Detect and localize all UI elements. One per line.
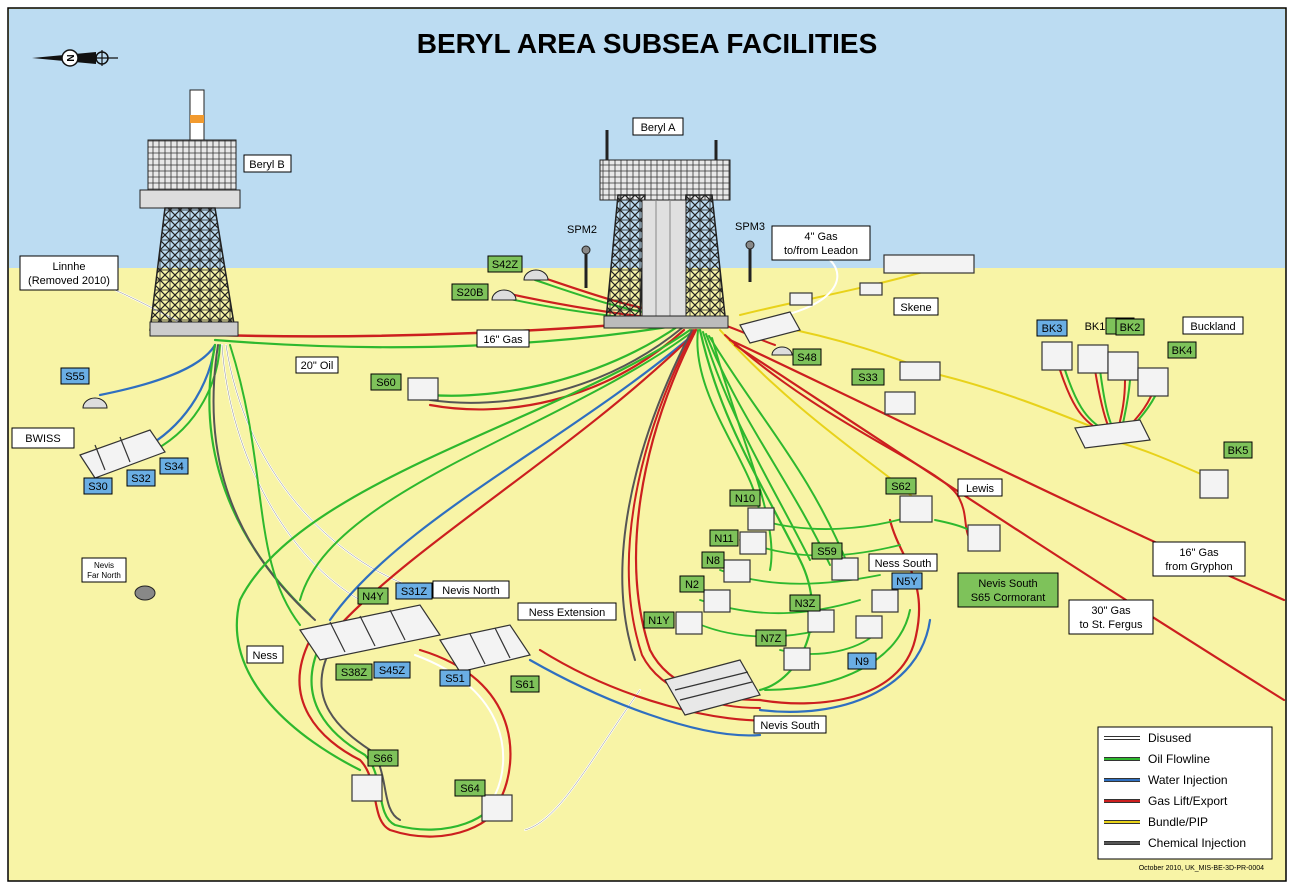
well-s61: S61 (515, 679, 535, 691)
legend-item: Disused (1104, 731, 1191, 745)
legend-label: Gas Lift/Export (1148, 794, 1228, 808)
beryl-b-label: Beryl B (249, 159, 284, 171)
well-s31z: S31Z (401, 586, 428, 598)
beryl-a-platform (599, 130, 731, 329)
leadon-line-label: 4" Gas (804, 231, 838, 243)
legend-item: Oil Flowline (1104, 752, 1210, 766)
legend-label: Water Injection (1148, 773, 1228, 787)
legend-label: Bundle/PIP (1148, 815, 1208, 829)
well-s34: S34 (164, 461, 184, 473)
well-s55: S55 (65, 371, 85, 383)
bwiss-label: BWISS (25, 433, 60, 445)
legend-item: Bundle/PIP (1104, 815, 1208, 829)
legend-label: Oil Flowline (1148, 752, 1210, 766)
water-well-label-texts: S55 S30 S32 S34 BK3 N5Y N9 S31Z S45Z S51 (65, 323, 1062, 685)
well-s45z: S45Z (379, 665, 406, 677)
subsea-templates (79, 254, 1229, 822)
skene-label: Skene (900, 302, 931, 314)
pipeline-oil-20in (213, 323, 682, 349)
well-s30: S30 (88, 481, 108, 493)
ness-label: Ness (252, 650, 278, 662)
buckland-label: Buckland (1190, 321, 1235, 333)
well-bk1: BK1 (1085, 321, 1106, 333)
well-bk3: BK3 (1042, 323, 1063, 335)
well-s60: S60 (376, 377, 396, 389)
ness-extension-label: Ness Extension (529, 607, 605, 619)
nevis-far-north-sub: Far North (87, 571, 121, 580)
gryphon-line-label: 16" Gas (1179, 547, 1219, 559)
spm3-buoy (745, 240, 755, 282)
beryl-a-label: Beryl A (641, 122, 677, 134)
ness-south-label: Ness South (875, 558, 932, 570)
well-s20b: S20B (457, 287, 484, 299)
platform-labels: Beryl B Beryl A SPM2 SPM3 (243, 117, 765, 236)
well-s59: S59 (817, 546, 837, 558)
cormorant-sub: S65 Cormorant (971, 592, 1046, 604)
legend-item: Gas Lift/Export (1104, 794, 1228, 808)
well-s51: S51 (445, 673, 465, 685)
well-bk2: BK2 (1120, 322, 1141, 334)
gas-16in-label: 16" Gas (483, 334, 523, 346)
legend-item: Water Injection (1104, 773, 1228, 787)
oil-well-label-texts: S42Z S20B S60 S48 S33 BK1 BK2 BK4 BK5 N1… (341, 259, 1249, 795)
linnhe-status: (Removed 2010) (28, 275, 110, 287)
well-s33: S33 (858, 372, 878, 384)
oil-well-labels (335, 255, 1253, 797)
nevis-north-label: Nevis North (442, 585, 499, 597)
well-s42z: S42Z (492, 259, 519, 271)
well-n11: N11 (714, 533, 733, 545)
well-s62: S62 (891, 481, 911, 493)
well-n3z: N3Z (795, 598, 816, 610)
water-well-labels (60, 319, 1068, 687)
well-s38z: S38Z (341, 667, 368, 679)
well-s48: S48 (797, 352, 817, 364)
well-n10: N10 (735, 493, 755, 505)
fergus-line-label: 30" Gas (1091, 605, 1131, 617)
well-s66: S66 (373, 753, 393, 765)
well-n5y: N5Y (896, 576, 918, 588)
legend-label: Disused (1148, 731, 1191, 745)
well-bk4: BK4 (1172, 345, 1193, 357)
beryl-b-platform (139, 89, 241, 337)
well-n4y: N4Y (362, 591, 384, 603)
well-s64: S64 (460, 783, 480, 795)
linnhe-label: Linnhe (52, 261, 85, 273)
well-bk5: BK5 (1228, 445, 1249, 457)
svg-text:N: N (66, 54, 77, 61)
well-n1y: N1Y (648, 615, 670, 627)
field-labels: Linnhe (Removed 2010) 4" Gas to/from Lea… (11, 225, 1246, 734)
lewis-label: Lewis (966, 483, 995, 495)
spm2-buoy (581, 245, 591, 288)
legend-label: Chemical Injection (1148, 836, 1246, 850)
nevis-far-north-label: Nevis (94, 561, 114, 570)
well-n9: N9 (855, 656, 869, 668)
page-title: BERYL AREA SUBSEA FACILITIES (417, 28, 878, 59)
north-arrow-icon: N (32, 49, 118, 67)
wellhead-domes (82, 269, 793, 601)
gryphon-line-desc: from Gryphon (1165, 561, 1232, 573)
leadon-line-desc: to/from Leadon (784, 245, 858, 257)
oil-20in-label: 20" Oil (301, 360, 334, 372)
fergus-line-desc: to St. Fergus (1080, 619, 1143, 631)
well-s32: S32 (131, 473, 151, 485)
spm3-label: SPM3 (735, 221, 765, 233)
well-n8: N8 (706, 555, 720, 567)
well-n2: N2 (685, 579, 699, 591)
nevis-south-label: Nevis South (760, 720, 819, 732)
well-n7z: N7Z (761, 633, 782, 645)
legend-item: Chemical Injection (1104, 836, 1246, 850)
spm2-label: SPM2 (567, 224, 597, 236)
document-reference: October 2010, UK_MIS-BE-3D-PR-0004 (1139, 865, 1264, 872)
cormorant-label: Nevis South (978, 578, 1037, 590)
